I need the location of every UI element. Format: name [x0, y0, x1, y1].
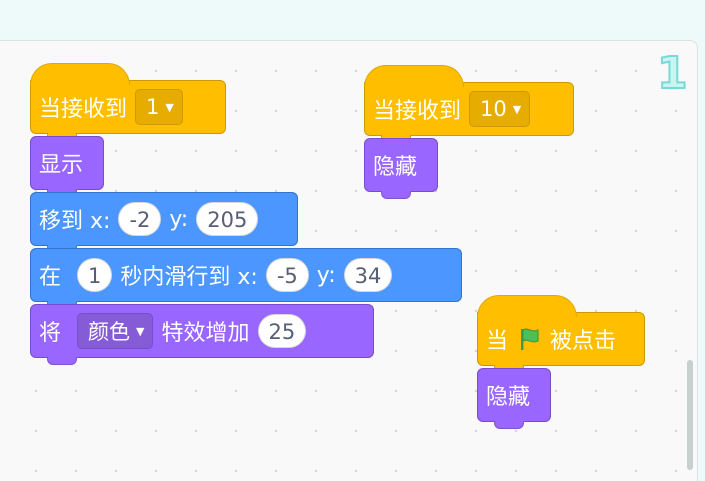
when-receive-10-block[interactable]: 当接收到 10 ▼ — [364, 65, 574, 143]
caret-down-icon: ▼ — [512, 102, 522, 116]
change-effect-input[interactable]: 25 — [257, 314, 307, 348]
glide-secs-input[interactable]: 1 — [77, 258, 113, 292]
caret-down-icon: ▼ — [165, 100, 174, 114]
sprite-number-badge: 1 — [656, 48, 689, 99]
glide-in-label: 在 — [39, 265, 62, 290]
hide-label: 隐藏 — [373, 155, 418, 180]
glide-y-label: y: — [316, 262, 336, 288]
message-value: 10 — [480, 97, 507, 121]
glide-x-input[interactable]: -5 — [265, 258, 309, 292]
glide-block[interactable]: 在 1 秒内滑行到 x: -5 y: 34 — [30, 248, 462, 309]
effect-dropdown[interactable]: 颜色 ▼ — [77, 313, 154, 349]
vertical-scrollbar[interactable] — [687, 360, 693, 470]
green-flag-icon — [516, 326, 542, 352]
goto-label: 移到 x: — [39, 209, 111, 234]
goto-y-input[interactable]: 205 — [196, 202, 259, 236]
glide-y-input[interactable]: 34 — [343, 258, 393, 292]
when-receive-1-block[interactable]: 当接收到 1 ▼ — [30, 63, 226, 141]
show-block[interactable]: 显示 — [30, 136, 104, 197]
when-label: 当 — [486, 329, 509, 354]
goto-y-label: y: — [169, 206, 189, 232]
glide-label: 秒内滑行到 x: — [120, 265, 258, 290]
hide-block[interactable]: 隐藏 — [364, 138, 438, 199]
effect-value: 颜色 — [88, 320, 131, 344]
caret-down-icon: ▼ — [136, 324, 145, 338]
hide-block[interactable]: 隐藏 — [477, 368, 551, 429]
clicked-label: 被点击 — [550, 329, 617, 354]
set-label: 将 — [39, 321, 62, 346]
show-label: 显示 — [39, 153, 84, 178]
message-dropdown[interactable]: 1 ▼ — [135, 89, 183, 125]
goto-xy-block[interactable]: 移到 x: -2 y: 205 — [30, 192, 298, 253]
when-receive-label: 当接收到 — [373, 99, 462, 124]
message-value: 1 — [146, 95, 160, 119]
change-effect-label: 特效增加 — [161, 321, 250, 346]
goto-x-input[interactable]: -2 — [118, 202, 162, 236]
when-receive-label: 当接收到 — [39, 97, 128, 122]
message-dropdown[interactable]: 10 ▼ — [469, 91, 531, 127]
when-flag-clicked-block[interactable]: 当 被点击 — [477, 295, 645, 373]
change-effect-block[interactable]: 将 颜色 ▼ 特效增加 25 — [30, 304, 374, 365]
hide-label: 隐藏 — [486, 385, 531, 410]
